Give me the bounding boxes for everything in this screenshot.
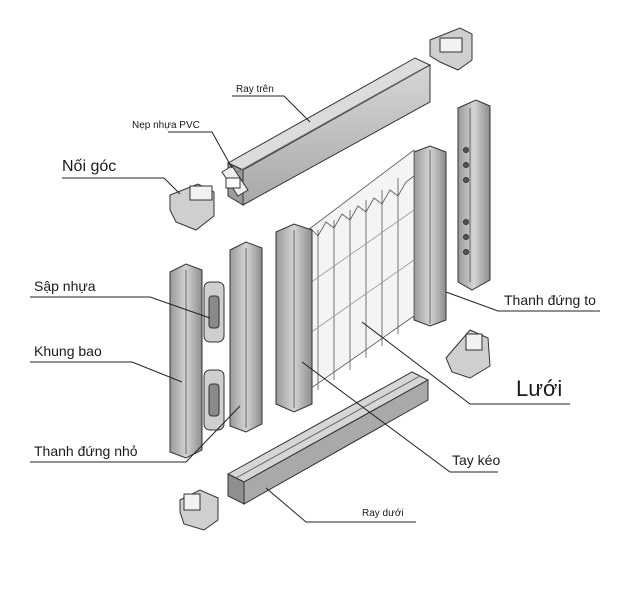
- ray-duoi-part: [226, 371, 430, 505]
- right-handle-stile: [413, 145, 447, 327]
- leader-ray-tren: [232, 95, 311, 123]
- label-sap-nhua: Sập nhựa: [34, 278, 96, 294]
- noi-goc-top-right: [429, 27, 473, 71]
- leader-noi-goc: [62, 177, 181, 195]
- thanh-dung-nho-part: [229, 241, 263, 433]
- leader-thanh-dung-nho: [30, 405, 241, 463]
- label-ray-tren: Ray trên: [236, 84, 274, 95]
- tay-keo-part: [275, 223, 313, 413]
- leader-sap-nhua: [30, 296, 211, 319]
- thanh-dung-to-part: [457, 99, 491, 291]
- label-noi-goc: Nối góc: [62, 158, 117, 175]
- leader-khung-bao: [30, 361, 183, 383]
- label-luoi: Lưới: [516, 376, 563, 401]
- leader-luoi: [361, 321, 570, 405]
- noi-goc-bottom-right: [445, 329, 491, 379]
- luoi-mesh-part: [299, 149, 415, 397]
- leader-lines: [30, 95, 600, 523]
- label-khung-bao: Khung bao: [34, 343, 102, 359]
- khung-bao-part: [169, 263, 203, 459]
- label-ray-duoi: Ray dưới: [362, 508, 404, 519]
- sap-nhua-part: [203, 281, 225, 431]
- label-tay-keo: Tay kéo: [452, 452, 501, 468]
- leader-nep-nhua: [168, 131, 233, 169]
- leader-thanh-dung-to: [445, 291, 600, 312]
- leader-tay-keo: [301, 361, 498, 473]
- noi-goc-left: [169, 183, 215, 231]
- noi-goc-bottom-left: [179, 489, 219, 531]
- label-nep-nhua-pvc: Nẹp nhựa PVC: [132, 120, 200, 131]
- leader-ray-duoi: [265, 487, 416, 523]
- nep-nhua-pvc-part: [221, 165, 249, 197]
- label-thanh-dung-to: Thanh đứng to: [504, 292, 596, 308]
- label-thanh-dung-nho: Thanh đứng nhỏ: [34, 443, 138, 459]
